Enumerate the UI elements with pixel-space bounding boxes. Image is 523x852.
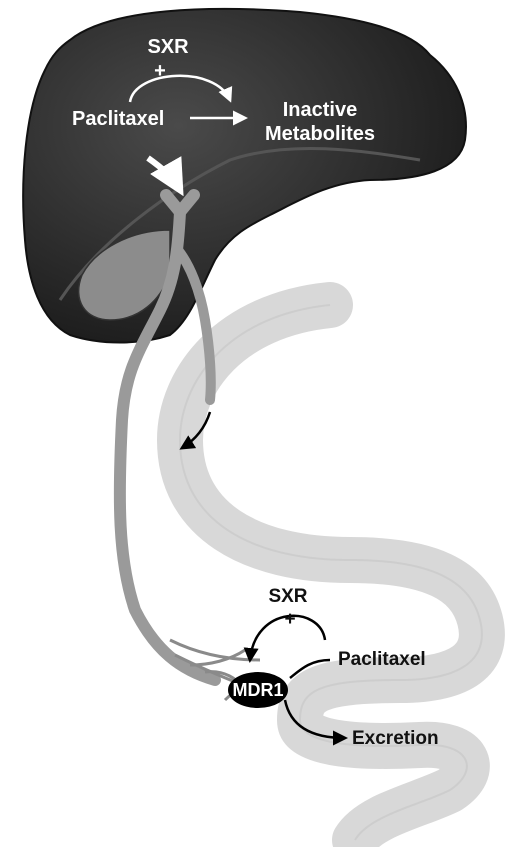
liver-paclitaxel-label: Paclitaxel	[72, 109, 164, 129]
excretion-label: Excretion	[352, 729, 439, 748]
metabolites-label: Metabolites	[255, 124, 385, 144]
intestine-paclitaxel-label: Paclitaxel	[338, 650, 426, 669]
mdr1-label: MDR1	[228, 681, 288, 699]
liver-plus-symbol: +	[150, 61, 170, 81]
liver-sxr-label: SXR	[138, 37, 198, 57]
intestine-sxr-label: SXR	[258, 587, 318, 606]
inactive-label: Inactive	[255, 100, 385, 120]
intestine-plus-symbol: +	[280, 610, 300, 629]
